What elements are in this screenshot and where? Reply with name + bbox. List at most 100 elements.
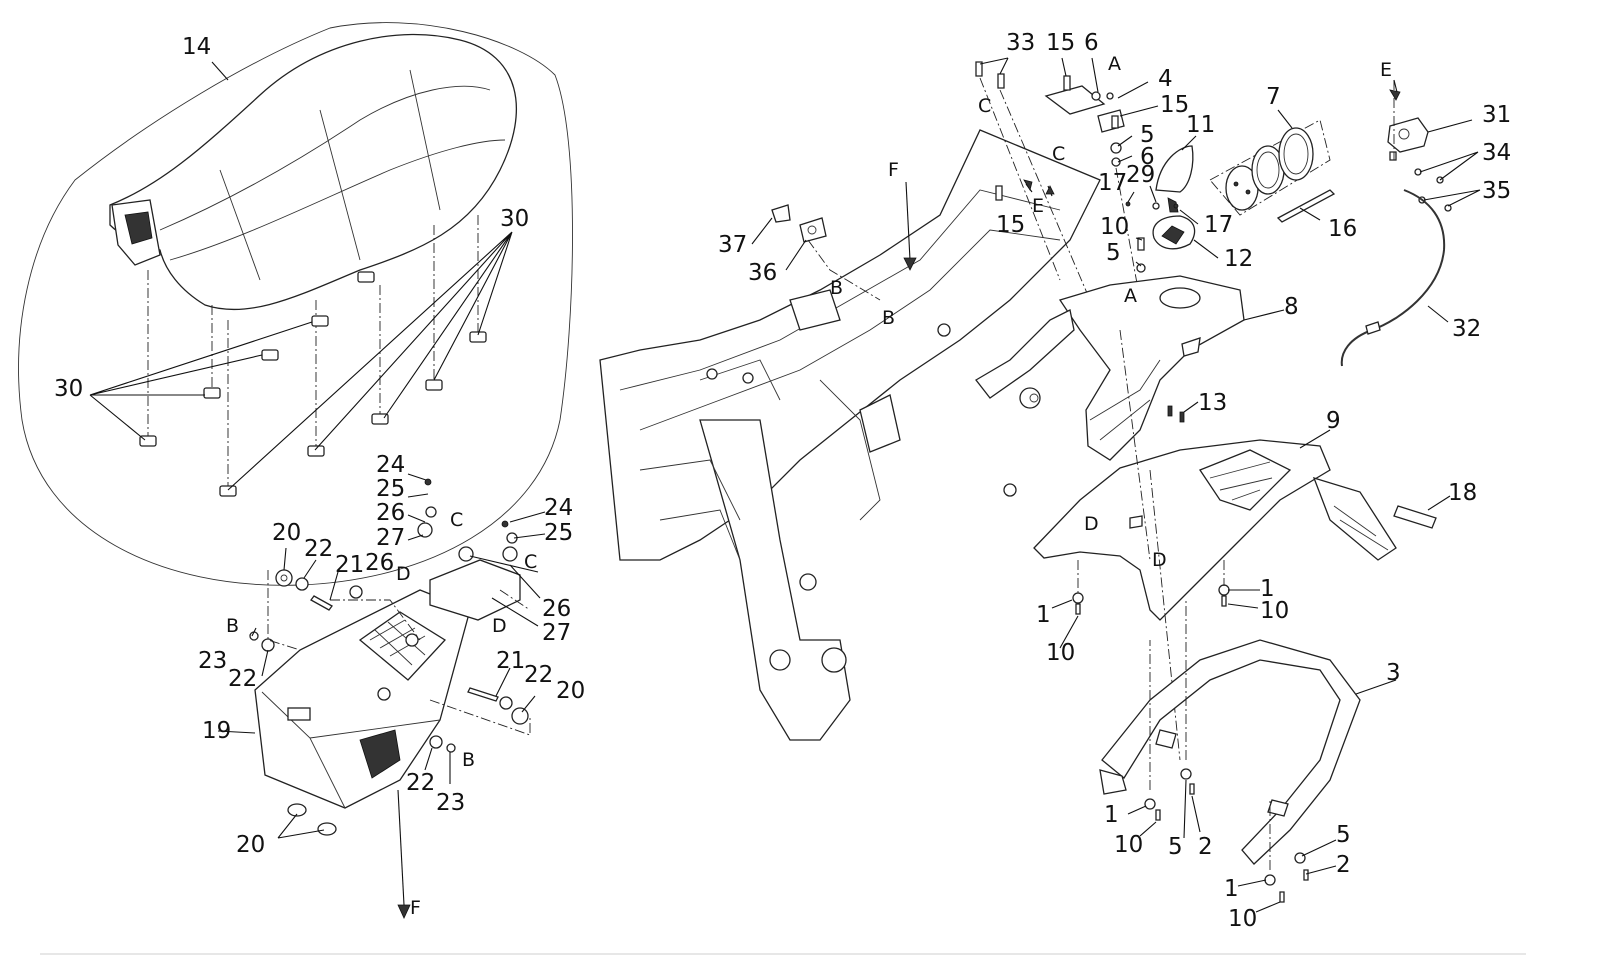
cap-11-12 (1125, 135, 1219, 273)
label-9: 9 (1326, 408, 1341, 434)
label-22-d: 22 (406, 770, 435, 796)
label-20-a: 20 (272, 520, 301, 546)
label-29: 29 (1126, 162, 1155, 188)
ref-D-tail-1: D (1084, 513, 1099, 535)
ref-D-tail-2: D (1152, 549, 1167, 571)
label-25-b: 25 (544, 520, 573, 546)
bracket-36-37 (751, 204, 881, 301)
label-26-c: 26 (542, 596, 571, 622)
ref-A-fender: A (1124, 285, 1137, 307)
label-2-a: 2 (1198, 834, 1213, 860)
frame (599, 129, 1101, 741)
label-15-c: 15 (996, 212, 1025, 238)
grab-rail-3 (1099, 639, 1397, 865)
label-14: 14 (182, 34, 211, 60)
tray-hardware (249, 478, 531, 836)
label-10-c: 10 (1260, 598, 1289, 624)
ref-E-right: E (1380, 59, 1392, 81)
label-23-a: 23 (198, 648, 227, 674)
label-15-b: 15 (1160, 92, 1189, 118)
ref-D-tray-1: D (396, 563, 411, 585)
label-30-right: 30 (500, 206, 529, 232)
label-1-c: 1 (1104, 802, 1119, 828)
ref-C-tray-2: C (524, 551, 537, 573)
ref-F-tray: F (410, 897, 421, 919)
label-6-a: 6 (1084, 30, 1099, 56)
label-20-b: 20 (556, 678, 585, 704)
label-31: 31 (1482, 102, 1511, 128)
label-5-a: 5 (1140, 122, 1155, 148)
label-17-b: 17 (1204, 212, 1233, 238)
seat-group (18, 22, 573, 586)
label-37: 37 (718, 232, 747, 258)
label-15-a: 15 (1046, 30, 1075, 56)
ref-D-tray-2: D (492, 615, 507, 637)
label-26-a: 26 (376, 500, 405, 526)
ref-C-tray-1: C (450, 509, 463, 531)
mount-bracket-4 (975, 57, 1159, 301)
tail-unit-9 (1033, 429, 1397, 621)
label-10-b: 10 (1046, 640, 1075, 666)
seat-outline-bubble (18, 22, 573, 586)
label-25-a: 25 (376, 476, 405, 502)
seat-14 (109, 33, 518, 311)
label-22-c: 22 (524, 662, 553, 688)
label-36: 36 (748, 260, 777, 286)
label-22-a: 22 (304, 536, 333, 562)
label-35: 35 (1482, 178, 1511, 204)
label-21-b: 21 (496, 648, 525, 674)
label-32: 32 (1452, 316, 1481, 342)
label-3: 3 (1386, 660, 1401, 686)
label-5-b: 5 (1106, 240, 1121, 266)
label-11: 11 (1186, 112, 1215, 138)
label-5-d: 5 (1336, 822, 1351, 848)
ref-C-frame-1: C (978, 95, 991, 117)
ref-B-frame-2: B (882, 307, 895, 329)
label-19: 19 (202, 718, 231, 744)
rail-hardware (1127, 600, 1337, 913)
label-4: 4 (1158, 66, 1173, 92)
label-22-b: 22 (228, 666, 257, 692)
callout-labels: 14 30 30 24 25 26 27 24 25 20 22 21 26 2… (54, 30, 1511, 932)
label-8: 8 (1284, 294, 1299, 320)
grommets-30 (139, 271, 487, 497)
actuator-31 (1387, 79, 1481, 212)
ref-C-frame-2: C (1052, 143, 1065, 165)
label-20-c: 20 (236, 832, 265, 858)
label-2-b: 2 (1336, 852, 1351, 878)
ref-B-frame-1: B (830, 277, 843, 299)
label-6-b: 6 (1140, 144, 1155, 170)
ref-E-frame: E (1032, 195, 1044, 217)
label-21-a: 21 (335, 552, 364, 578)
label-27-a: 27 (376, 525, 405, 551)
ref-B-tray-2: B (462, 749, 475, 771)
lens-ring-7 (1209, 109, 1331, 216)
cable-32 (1340, 189, 1449, 367)
tail-hardware (1051, 329, 1260, 761)
label-1-d: 1 (1224, 876, 1239, 902)
fender-8 (975, 275, 1285, 461)
label-13: 13 (1198, 390, 1227, 416)
reflector-18 (1393, 495, 1451, 529)
label-12: 12 (1224, 246, 1253, 272)
label-24-b: 24 (544, 495, 573, 521)
label-17-a: 17 (1098, 170, 1127, 196)
label-1-a: 1 (1036, 602, 1051, 628)
ref-F-frame: F (888, 159, 899, 181)
label-7: 7 (1266, 84, 1281, 110)
storage-tray-19 (254, 559, 521, 809)
label-34: 34 (1482, 140, 1511, 166)
label-27-b: 27 (542, 620, 571, 646)
label-33: 33 (1006, 30, 1035, 56)
ref-B-tray-1: B (226, 615, 239, 637)
label-26-b: 26 (365, 550, 394, 576)
reference-letters: C D C D B B F F B B C C A E A D D E (226, 53, 1392, 919)
label-10-a: 10 (1100, 214, 1129, 240)
label-5-c: 5 (1168, 834, 1183, 860)
rod-16 (1276, 189, 1336, 223)
label-18: 18 (1448, 480, 1477, 506)
ref-A-top: A (1108, 53, 1121, 75)
label-10-e: 10 (1228, 906, 1257, 932)
label-23-b: 23 (436, 790, 465, 816)
